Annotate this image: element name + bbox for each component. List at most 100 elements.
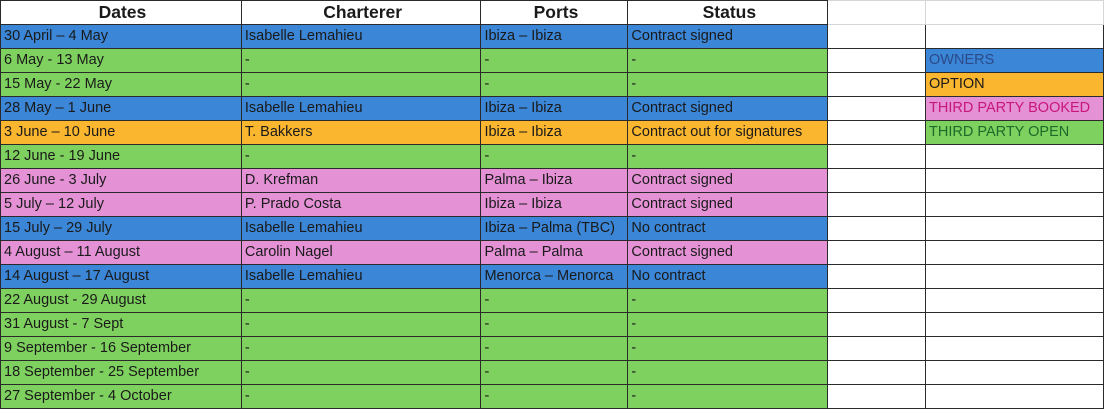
charterer-cell[interactable]: - (240, 288, 482, 313)
empty-cell[interactable] (827, 144, 927, 169)
empty-cell[interactable] (827, 384, 927, 409)
ports-cell[interactable]: - (480, 384, 629, 409)
ports-cell[interactable]: Ibiza – Ibiza (480, 96, 629, 121)
ports-cell[interactable]: Ibiza – Ibiza (480, 120, 629, 145)
charterer-cell[interactable]: Isabelle Lemahieu (240, 96, 482, 121)
empty-cell[interactable] (925, 312, 1104, 337)
status-cell[interactable]: Contract signed (627, 96, 829, 121)
charterer-cell[interactable]: - (240, 384, 482, 409)
charterer-cell[interactable]: D. Krefman (240, 168, 482, 193)
empty-cell[interactable] (827, 264, 927, 289)
status-cell[interactable]: Contract signed (627, 168, 829, 193)
charterer-cell[interactable]: Isabelle Lemahieu (240, 24, 482, 49)
status-cell[interactable]: Contract out for signatures (627, 120, 829, 145)
status-cell[interactable]: - (627, 336, 829, 361)
status-cell[interactable]: - (627, 384, 829, 409)
empty-cell[interactable] (827, 120, 927, 145)
empty-cell[interactable] (827, 168, 927, 193)
date-cell[interactable]: 31 August - 7 Sept (0, 312, 242, 337)
date-cell[interactable]: 27 September - 4 October (0, 384, 242, 409)
status-cell[interactable]: Contract signed (627, 240, 829, 265)
ports-cell[interactable]: - (480, 336, 629, 361)
empty-cell[interactable] (827, 24, 927, 49)
charterer-cell[interactable]: - (240, 360, 482, 385)
ports-cell[interactable]: Palma – Ibiza (480, 168, 629, 193)
charterer-cell[interactable]: - (240, 312, 482, 337)
charterer-cell[interactable]: - (240, 144, 482, 169)
ports-cell[interactable]: - (480, 360, 629, 385)
legend-option[interactable]: OPTION (925, 72, 1104, 97)
date-cell[interactable]: 5 July – 12 July (0, 192, 242, 217)
empty-cell[interactable] (925, 216, 1104, 241)
ports-cell[interactable]: - (480, 312, 629, 337)
empty-cell[interactable] (827, 72, 927, 97)
status-cell[interactable]: No contract (627, 264, 829, 289)
header-ports[interactable]: Ports (480, 0, 629, 25)
charterer-cell[interactable]: - (240, 48, 482, 73)
charterer-cell[interactable]: Isabelle Lemahieu (240, 264, 482, 289)
charterer-cell[interactable]: Isabelle Lemahieu (240, 216, 482, 241)
legend-third-party-open[interactable]: THIRD PARTY OPEN (925, 120, 1104, 145)
status-cell[interactable]: No contract (627, 216, 829, 241)
charterer-cell[interactable]: P. Prado Costa (240, 192, 482, 217)
header-status[interactable]: Status (627, 0, 829, 25)
status-cell[interactable]: Contract signed (627, 192, 829, 217)
empty-cell[interactable] (827, 288, 927, 313)
empty-cell[interactable] (827, 336, 927, 361)
date-cell[interactable]: 9 September - 16 September (0, 336, 242, 361)
legend-third-party-booked[interactable]: THIRD PARTY BOOKED (925, 96, 1104, 121)
ports-cell[interactable]: - (480, 144, 629, 169)
date-cell[interactable]: 15 July – 29 July (0, 216, 242, 241)
empty-cell[interactable] (925, 24, 1104, 49)
header-dates[interactable]: Dates (0, 0, 242, 25)
header-charterer[interactable]: Charterer (240, 0, 482, 25)
charterer-cell[interactable]: T. Bakkers (240, 120, 482, 145)
charterer-cell[interactable]: - (240, 336, 482, 361)
empty-cell[interactable] (827, 216, 927, 241)
charterer-cell[interactable]: Carolin Nagel (240, 240, 482, 265)
empty-cell[interactable] (925, 384, 1104, 409)
empty-cell[interactable] (925, 192, 1104, 217)
empty-cell[interactable] (925, 168, 1104, 193)
date-cell[interactable]: 15 May - 22 May (0, 72, 242, 97)
status-cell[interactable]: - (627, 312, 829, 337)
empty-cell[interactable] (925, 360, 1104, 385)
empty-cell[interactable] (925, 144, 1104, 169)
empty-cell[interactable] (925, 288, 1104, 313)
ports-cell[interactable]: - (480, 288, 629, 313)
date-cell[interactable]: 26 June - 3 July (0, 168, 242, 193)
status-cell[interactable]: - (627, 360, 829, 385)
ports-cell[interactable]: Ibiza – Ibiza (480, 24, 629, 49)
legend-owners[interactable]: OWNERS (925, 48, 1104, 73)
charterer-cell[interactable]: - (240, 72, 482, 97)
empty-cell[interactable] (827, 48, 927, 73)
date-cell[interactable]: 4 August – 11 August (0, 240, 242, 265)
date-cell[interactable]: 30 April – 4 May (0, 24, 242, 49)
ports-cell[interactable]: - (480, 72, 629, 97)
empty-cell[interactable] (925, 240, 1104, 265)
status-cell[interactable]: Contract signed (627, 24, 829, 49)
empty-cell[interactable] (925, 264, 1104, 289)
status-cell[interactable]: - (627, 72, 829, 97)
date-cell[interactable]: 3 June – 10 June (0, 120, 242, 145)
ports-cell[interactable]: - (480, 48, 629, 73)
date-cell[interactable]: 14 August – 17 August (0, 264, 242, 289)
empty-cell[interactable] (827, 240, 927, 265)
empty-cell[interactable] (827, 192, 927, 217)
status-cell[interactable]: - (627, 48, 829, 73)
ports-cell[interactable]: Menorca – Menorca (480, 264, 629, 289)
empty-cell[interactable] (827, 0, 927, 25)
empty-cell[interactable] (925, 336, 1104, 361)
empty-cell[interactable] (827, 360, 927, 385)
status-cell[interactable]: - (627, 144, 829, 169)
status-cell[interactable]: - (627, 288, 829, 313)
date-cell[interactable]: 6 May - 13 May (0, 48, 242, 73)
date-cell[interactable]: 22 August - 29 August (0, 288, 242, 313)
empty-cell[interactable] (827, 312, 927, 337)
empty-cell[interactable] (827, 96, 927, 121)
ports-cell[interactable]: Palma – Palma (480, 240, 629, 265)
date-cell[interactable]: 18 September - 25 September (0, 360, 242, 385)
date-cell[interactable]: 12 June - 19 June (0, 144, 242, 169)
empty-cell[interactable] (925, 0, 1104, 25)
ports-cell[interactable]: Ibiza – Palma (TBC) (480, 216, 629, 241)
